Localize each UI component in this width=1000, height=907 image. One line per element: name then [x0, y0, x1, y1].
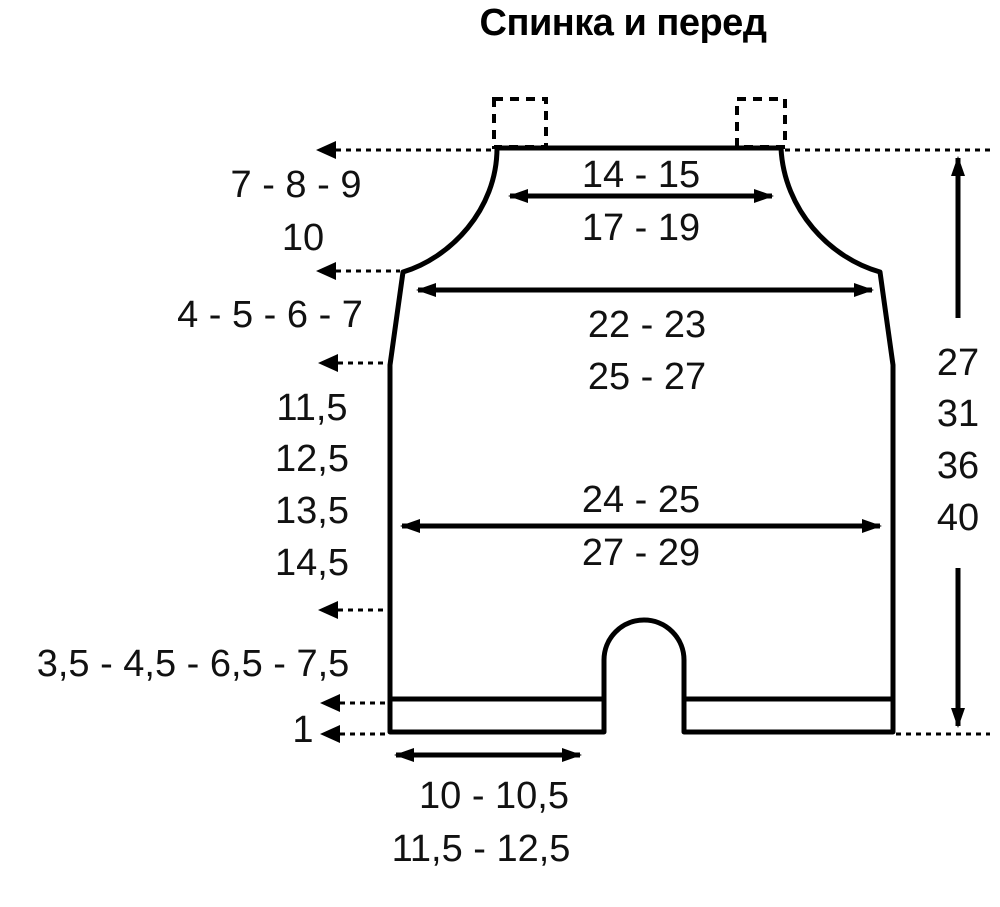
band-label: 1: [292, 709, 313, 751]
diagram-title: Спинка и перед: [480, 2, 767, 44]
ref-arrow-bottom: [320, 725, 340, 743]
ref-arrow-armhole: [316, 262, 336, 280]
side-height-label-2: 12,5: [275, 438, 349, 480]
armhole-depth-label-2: 10: [282, 217, 324, 259]
ref-arrow-top: [316, 141, 336, 159]
ref-arrow-side: [318, 354, 338, 372]
leg-width-label-2: 11,5 - 12,5: [392, 828, 571, 870]
hip-width-label-1: 24 - 25: [582, 479, 700, 521]
left-strap-tab: [492, 97, 548, 149]
strap-width-label-2: 17 - 19: [582, 207, 700, 249]
ref-arrow-crotch: [318, 601, 338, 619]
total-height-label-2: 31: [937, 393, 979, 435]
side-height-label-1: 11,5: [276, 387, 347, 429]
crotch-height-label: 3,5 - 4,5 - 6,5 - 7,5: [37, 643, 350, 685]
garment-outline: [387, 145, 896, 735]
armhole-depth-label-1: 7 - 8 - 9: [231, 164, 362, 206]
chest-width-label-2: 25 - 27: [588, 356, 706, 398]
right-strap-tab: [735, 97, 787, 149]
upper-side-label: 4 - 5 - 6 - 7: [177, 294, 363, 336]
side-height-label-3: 13,5: [275, 490, 349, 532]
total-height-label-3: 36: [937, 445, 979, 487]
total-height-label-4: 40: [937, 497, 979, 539]
chest-width-label-1: 22 - 23: [588, 304, 706, 346]
leg-width-label-1: 10 - 10,5: [419, 775, 569, 817]
ref-arrow-band: [320, 694, 340, 712]
total-height-label-1: 27: [937, 342, 979, 384]
side-height-label-4: 14,5: [275, 542, 349, 584]
strap-width-label-1: 14 - 15: [582, 154, 700, 196]
hip-width-label-2: 27 - 29: [582, 532, 700, 574]
